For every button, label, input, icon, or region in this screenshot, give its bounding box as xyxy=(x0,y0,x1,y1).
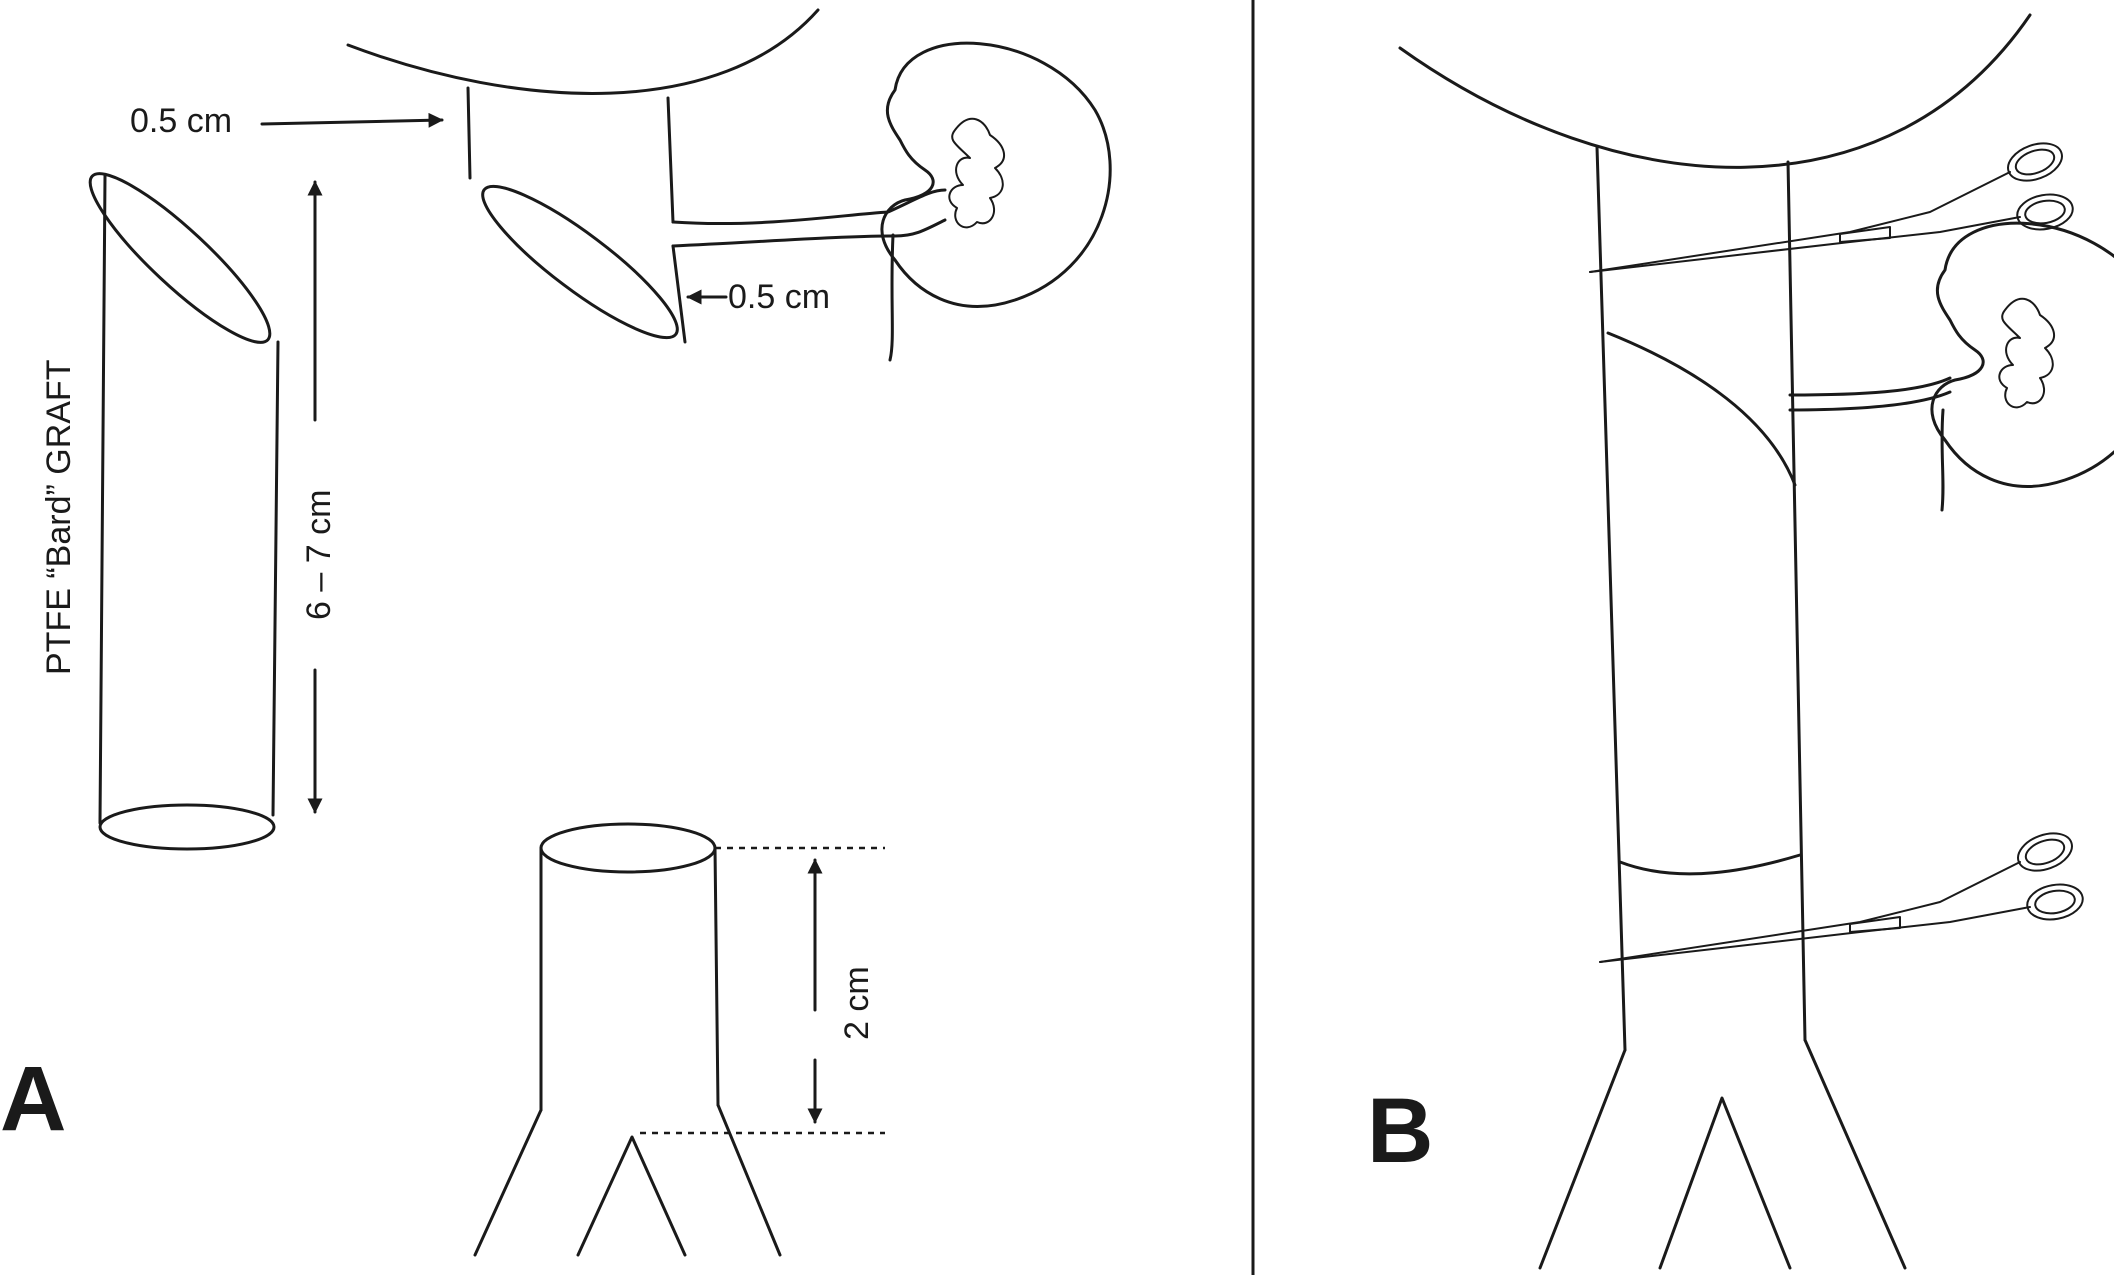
proximal-suture-line xyxy=(1606,331,1797,487)
ureter-a xyxy=(888,233,895,362)
aorta-lower-a xyxy=(473,822,782,1257)
infrarenal-length-label: 2 cm xyxy=(838,966,876,1040)
panel-b: B xyxy=(1367,13,2114,1270)
graft-name-label: PTFE “Bard” GRAFT xyxy=(40,360,78,675)
top-offset-label: 0.5 cm xyxy=(130,102,232,140)
graft-length-label: 6 – 7 cm xyxy=(300,490,338,620)
kidney-b xyxy=(1930,221,2114,488)
kidney-a xyxy=(880,41,1112,308)
renal-vein-b xyxy=(1788,390,1952,412)
aorta-arch-b xyxy=(1398,13,2032,169)
renal-artery-b xyxy=(1788,376,1952,397)
ptfe-graft xyxy=(88,172,280,851)
panel-a-letter: A xyxy=(0,1048,66,1150)
ureter-b xyxy=(1940,408,1945,512)
infrarenal-dimension xyxy=(640,846,885,1135)
distal-suture-line xyxy=(1618,853,1802,876)
panel-b-letter: B xyxy=(1367,1080,1433,1182)
lower-clamp xyxy=(1599,825,2087,963)
aorta-upper-a xyxy=(346,8,947,344)
aorta-b xyxy=(1538,145,1907,1270)
panel-a: PTFE “Bard” GRAFT 6 – 7 cm 0.5 cm 0.5 cm xyxy=(0,8,1112,1257)
side-offset-label: 0.5 cm xyxy=(728,278,830,316)
top-offset-arrow xyxy=(260,112,444,128)
